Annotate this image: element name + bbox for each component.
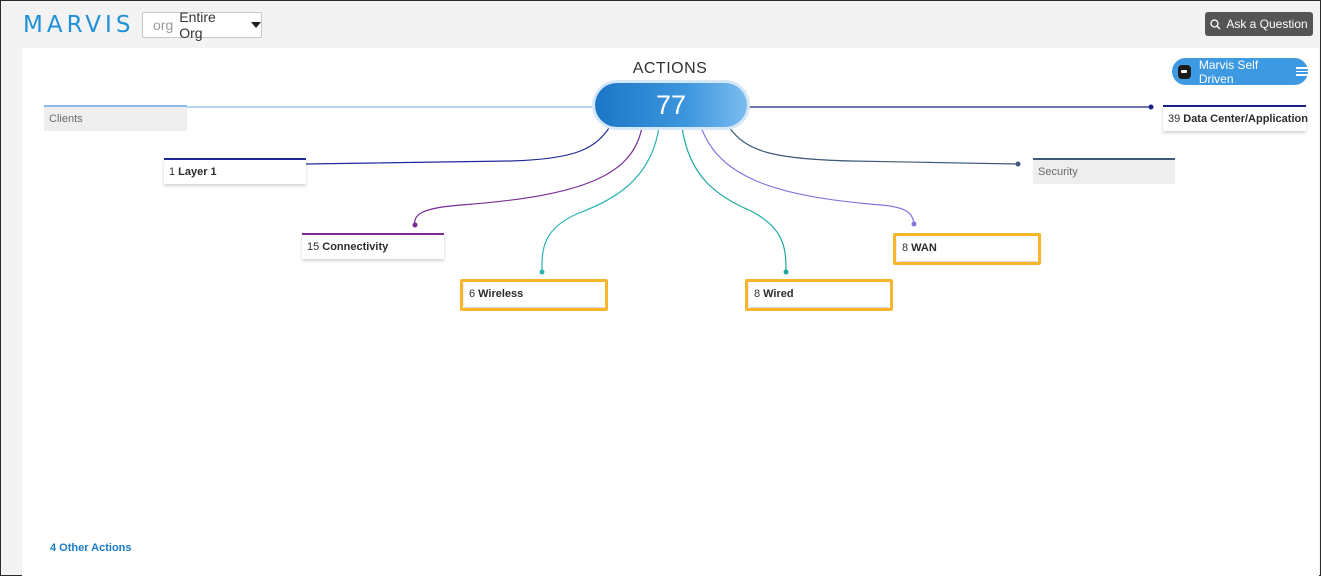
category-wan-count: 8 xyxy=(902,242,909,254)
org-selector[interactable]: org Entire Org xyxy=(142,9,262,41)
category-datacenter-count: 39 xyxy=(1168,113,1181,125)
category-wireless[interactable]: 6 Wireless xyxy=(464,281,605,307)
ask-question-button[interactable]: Ask a Question xyxy=(1205,12,1313,36)
category-wired-count: 8 xyxy=(754,288,761,300)
link-layer1 xyxy=(305,124,612,165)
link-wan-dot xyxy=(911,221,917,227)
category-connectivity[interactable]: 15 Connectivity xyxy=(302,233,444,259)
category-layer1-count: 1 xyxy=(169,166,176,178)
actions-title: ACTIONS xyxy=(632,60,708,77)
category-connectivity-count: 15 xyxy=(307,241,320,253)
org-selected-value: Entire Org xyxy=(179,9,216,41)
category-layer1[interactable]: 1 Layer 1 xyxy=(164,158,306,184)
other-actions-link[interactable]: 4 Other Actions xyxy=(50,542,132,554)
caret-down-icon xyxy=(251,22,261,28)
marvis-logo: MARVIS xyxy=(23,12,135,38)
link-wireless-dot xyxy=(539,269,545,275)
ask-question-label: Ask a Question xyxy=(1226,17,1308,31)
category-wan-label: WAN xyxy=(911,242,937,254)
self-driven-label: Marvis Self Driven xyxy=(1198,57,1259,86)
hamburger-menu-icon xyxy=(1296,67,1308,76)
actions-panel xyxy=(22,48,1319,576)
category-wired-label: Wired xyxy=(763,288,794,300)
org-prefix-label: org xyxy=(153,17,174,33)
category-wired[interactable]: 8 Wired xyxy=(749,281,890,307)
category-wan[interactable]: 8 WAN xyxy=(897,235,1038,261)
link-wan xyxy=(700,126,915,225)
top-bar: MARVIS org Entire Org Ask a Question xyxy=(1,1,1320,47)
category-security: Security xyxy=(1033,158,1175,184)
link-wired xyxy=(681,126,787,273)
link-datacenter-dot xyxy=(1148,104,1154,110)
category-wireless-label: Wireless xyxy=(478,288,524,300)
search-icon xyxy=(1210,18,1221,29)
category-datacenter[interactable]: 39 Data Center/Application xyxy=(1163,105,1308,131)
category-datacenter-label: Data Center/Application xyxy=(1183,113,1308,125)
self-driven-icon xyxy=(1178,64,1191,79)
category-security-label: Security xyxy=(1038,166,1078,178)
category-connectivity-label: Connectivity xyxy=(322,241,389,253)
link-connectivity-dot xyxy=(412,222,418,228)
category-clients: Clients xyxy=(44,105,187,131)
link-wireless xyxy=(541,126,660,273)
link-security xyxy=(728,126,1019,165)
total-actions-pill[interactable]: 77 xyxy=(595,83,747,127)
link-security-dot xyxy=(1015,161,1021,167)
category-clients-label: Clients xyxy=(49,113,83,125)
category-layer1-label: Layer 1 xyxy=(178,166,217,178)
link-wired-dot xyxy=(783,269,789,275)
link-connectivity xyxy=(414,126,643,226)
category-wireless-count: 6 xyxy=(469,288,476,300)
marvis-self-driven-button[interactable]: Marvis Self Driven xyxy=(1172,57,1308,86)
